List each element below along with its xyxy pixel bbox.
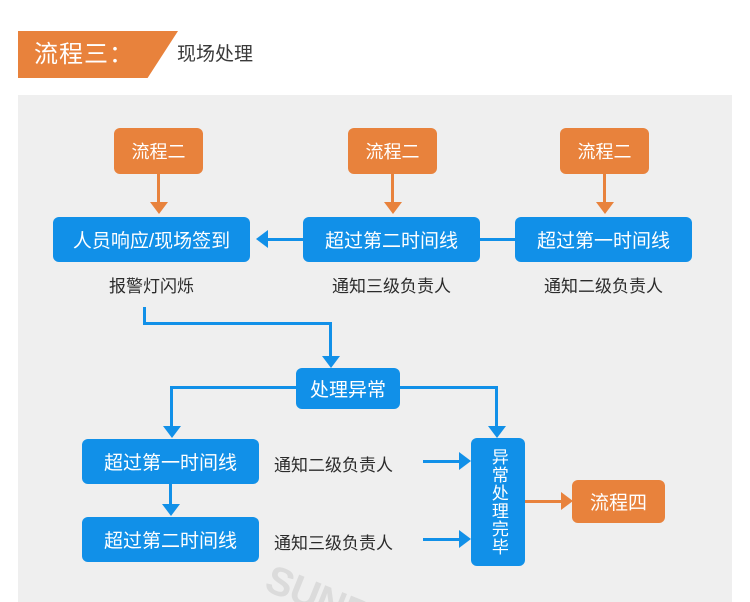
header-subtitle: 现场处理	[177, 44, 254, 65]
caption-notify-level-three-top: 通知三级负责人	[332, 277, 451, 296]
arrow-right-icon	[459, 452, 471, 470]
arrow-left-icon	[256, 230, 268, 248]
arrow-down-icon	[488, 426, 506, 438]
arrow-down-icon	[596, 202, 614, 214]
connector-right-to-mid	[480, 238, 515, 241]
connector-complete-to-process-four	[525, 500, 563, 503]
node-process-two-left[interactable]: 流程二	[114, 128, 203, 174]
node-exceed-first-timeline-bottom[interactable]: 超过第一时间线	[82, 439, 259, 484]
arrow-right-icon	[561, 492, 573, 510]
node-personnel-response[interactable]: 人员响应/现场签到	[53, 217, 250, 262]
connector-process-two-left-down	[157, 174, 160, 204]
node-exception-handling-complete[interactable]: 异常处理完毕	[471, 438, 525, 566]
node-exceed-first-timeline-top[interactable]: 超过第一时间线	[515, 217, 692, 262]
arrow-down-icon	[163, 426, 181, 438]
node-exceed-second-timeline-top[interactable]: 超过第二时间线	[303, 217, 480, 262]
arrow-left-icon	[468, 230, 480, 248]
caption-notify-level-two-bottom: 通知二级负责人	[274, 456, 393, 475]
caption-notify-level-two-top: 通知二级负责人	[544, 277, 663, 296]
connector-notify-three-to-complete	[423, 538, 461, 541]
node-exceed-second-timeline-bottom[interactable]: 超过第二时间线	[82, 517, 259, 562]
arrow-down-icon	[322, 356, 340, 368]
arrow-down-icon	[384, 202, 402, 214]
connector-exception-right-horizontal	[400, 386, 498, 389]
arrow-down-icon	[162, 504, 180, 516]
connector-first-to-second-timeline	[169, 484, 172, 506]
node-process-four[interactable]: 流程四	[572, 480, 665, 523]
connector-into-exception-vertical	[329, 322, 332, 358]
node-handle-exception[interactable]: 处理异常	[296, 368, 400, 409]
flowchart-panel: SUNPN讯鹏 流程二 流程二 流程二 人员响应/现场签到 超过第二时间线 超过…	[18, 95, 732, 602]
connector-mid-to-left	[268, 238, 303, 241]
connector-process-two-right-down	[603, 174, 606, 204]
connector-exception-left-horizontal	[170, 386, 296, 389]
connector-exception-right-vertical	[495, 386, 498, 428]
header-banner-shape	[18, 31, 178, 78]
connector-process-two-mid-down	[391, 174, 394, 204]
watermark-text: SUNPN讯鹏	[258, 547, 477, 602]
arrow-down-icon	[150, 202, 168, 214]
page-header: 流程三： 现场处理	[0, 0, 750, 95]
caption-notify-level-three-bottom: 通知三级负责人	[274, 534, 393, 553]
connector-exception-left-vertical	[170, 386, 173, 428]
page-title: 流程三：	[34, 41, 134, 68]
connector-response-down-stub	[143, 307, 146, 325]
node-process-two-mid[interactable]: 流程二	[348, 128, 437, 174]
arrow-right-icon	[459, 530, 471, 548]
node-process-two-right[interactable]: 流程二	[560, 128, 649, 174]
caption-alarm-light: 报警灯闪烁	[109, 277, 194, 296]
connector-notify-two-to-complete	[423, 460, 461, 463]
connector-response-to-exception-horizontal	[143, 322, 332, 325]
